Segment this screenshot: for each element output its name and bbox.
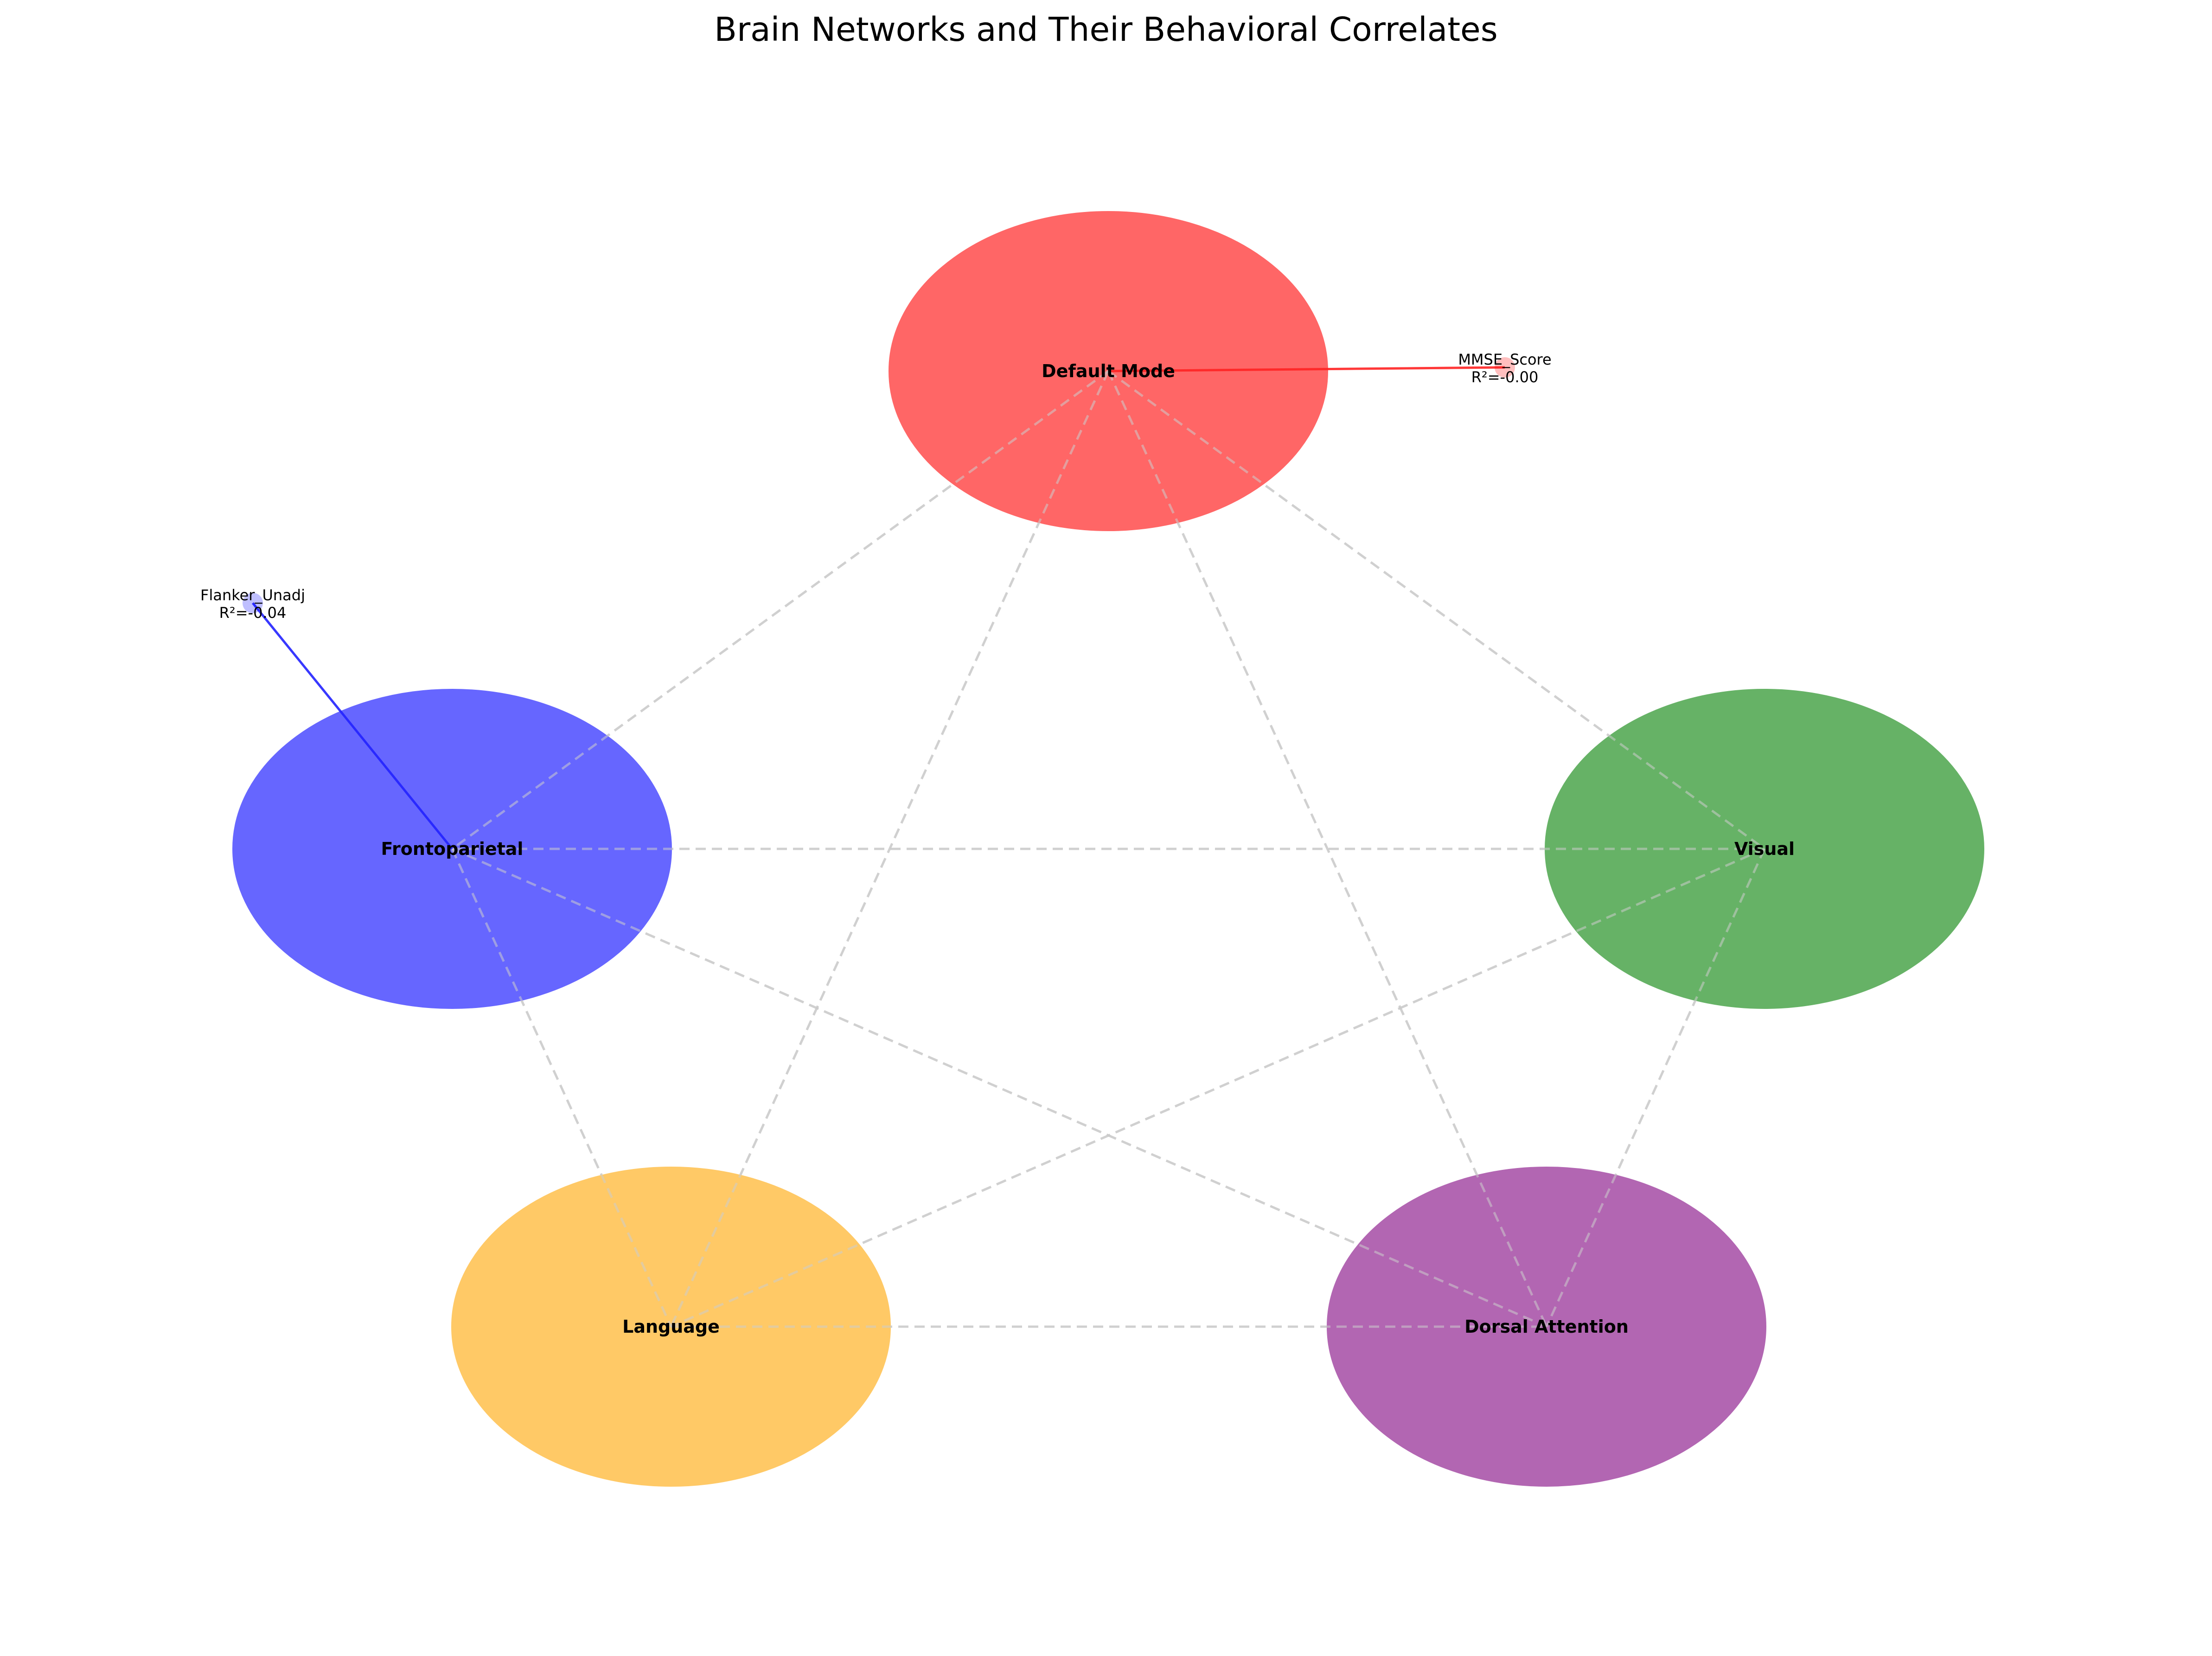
edge-overlay-vis-lang [670, 847, 1765, 1328]
edge-overlay-dmn-lang [670, 370, 1110, 1328]
behavior-marker-dmn[interactable] [1495, 357, 1515, 378]
network-label-dan: Dorsal Attention [1464, 1316, 1629, 1337]
edge-overlay-fpn-lang [451, 848, 672, 1328]
behavior-line-overlay-fpn [252, 602, 453, 850]
behavior-r2-dmn: R²=-0.00 [1471, 368, 1539, 386]
edge-overlay [252, 366, 1766, 1328]
edge-overlay-fpn-dan [451, 847, 1547, 1328]
behavior-name-dmn: MMSE_Score [1458, 351, 1551, 368]
behavior-marker-fpn[interactable] [243, 593, 263, 613]
edge-overlay-dmn-dan [1107, 370, 1548, 1328]
edge-overlay-dmn-vis [1107, 370, 1765, 850]
edge-overlay-dmn-fpn [451, 370, 1109, 850]
network-label-lang: Language [622, 1316, 720, 1337]
behavior-r2-fpn: R²=-0.04 [219, 604, 287, 622]
behavior-line-overlay-dmn [1108, 366, 1505, 372]
network-label-fpn: Frontoparietal [381, 839, 524, 859]
diagram-title: Brain Networks and Their Behavioral Corr… [714, 10, 1497, 49]
network-label-dmn: Default Mode [1042, 361, 1175, 381]
edge-overlay-vis-dan [1545, 848, 1766, 1328]
behavior-name-fpn: Flanker_Unadj [200, 586, 305, 604]
network-label-vis: Visual [1734, 839, 1795, 859]
